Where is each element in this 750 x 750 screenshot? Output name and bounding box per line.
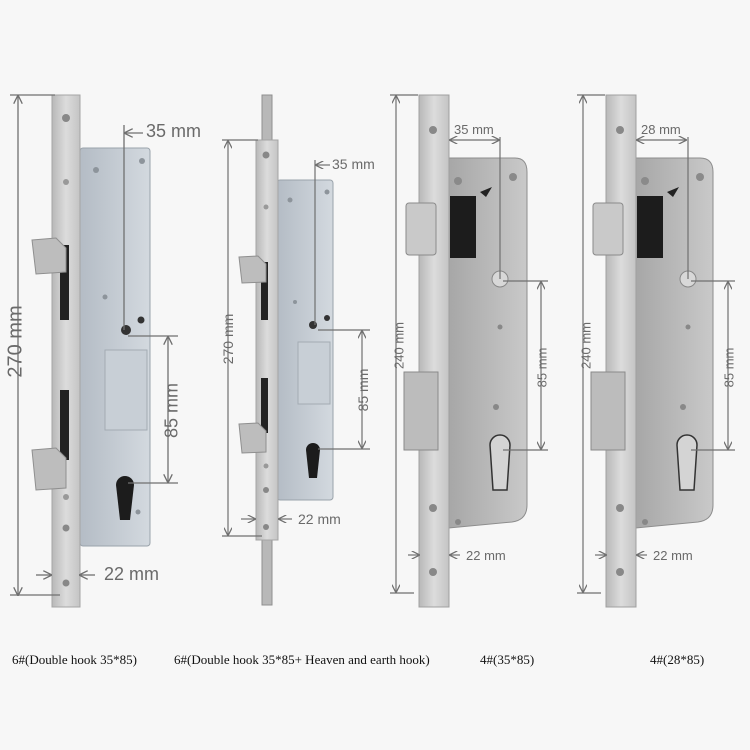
lock-1-double-hook xyxy=(31,94,151,608)
lock-2-heaven-earth-hook xyxy=(238,94,334,606)
lock-1-faceplate-width-label: 22 mm xyxy=(104,564,160,584)
caption-lock-2: 6#(Double hook 35*85+ Heaven and earth h… xyxy=(174,652,430,667)
lock-3-center-distance-label: 85 mm xyxy=(534,347,550,388)
lock-4-center-distance-label: 85 mm xyxy=(721,347,737,388)
caption-lock-1: 6#(Double hook 35*85) xyxy=(12,652,137,667)
lock-2-faceplate-width-label: 22 mm xyxy=(298,511,341,527)
caption-lock-3: 4#(35*85) xyxy=(480,652,535,667)
lock-1-height-label: 270 mm xyxy=(4,305,27,378)
lock-4-dimension-lines xyxy=(577,94,735,594)
lock-2-height-label: 270 mm xyxy=(220,313,236,365)
lock-4-faceplate-width-label: 22 mm xyxy=(653,548,693,563)
lock-3-faceplate-width-label: 22 mm xyxy=(466,548,506,563)
lock-3-35x85 xyxy=(403,94,528,608)
lock-4-28x85 xyxy=(590,94,714,608)
lock-3-dimension-lines xyxy=(390,94,548,594)
lock-2-dimension-lines xyxy=(222,139,370,537)
lock-2-backset-label: 35 mm xyxy=(332,156,375,172)
lock-4-height-label: 240 mm xyxy=(578,322,594,369)
lock-1-center-distance-label: 85 mm xyxy=(161,383,182,439)
lock-3-backset-label: 35 mm xyxy=(454,122,494,137)
caption-lock-4: 4#(28*85) xyxy=(650,652,705,667)
lock-1-dimension-lines xyxy=(10,94,178,595)
lock-2-center-distance-label: 85 mm xyxy=(355,368,371,412)
lock-4-backset-label: 28 mm xyxy=(641,122,681,137)
lock-3-height-label: 240 mm xyxy=(391,322,407,369)
lock-1-backset-label: 35 mm xyxy=(146,121,202,141)
